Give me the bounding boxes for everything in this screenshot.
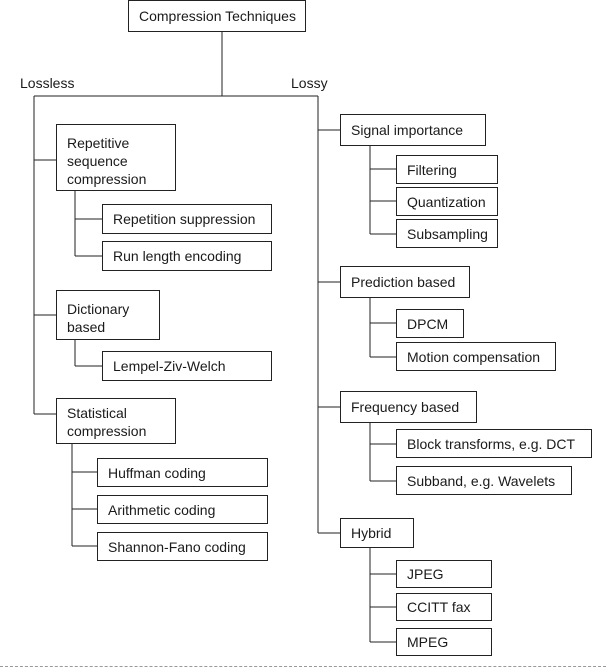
dictionary-based-node: Dictionary based [56,290,160,340]
page-divider [0,666,606,667]
statistical-compression-node: Statistical compression [56,398,176,444]
frequency-based-node: Frequency based [340,391,477,423]
shannon-fano-coding-node: Shannon-Fano coding [97,532,268,561]
hybrid-node: Hybrid [340,518,414,548]
subband-node: Subband, e.g. Wavelets [396,466,572,495]
mpeg-node: MPEG [396,628,492,656]
subsampling-node: Subsampling [396,219,498,248]
lossless-label: Lossless [20,75,75,91]
prediction-based-node: Prediction based [340,266,470,298]
block-transforms-node: Block transforms, e.g. DCT [396,429,592,458]
quantization-node: Quantization [396,187,498,216]
root-node: Compression Techniques [128,0,306,32]
repetitive-sequence-node: Repetitive sequence compression [56,124,176,191]
motion-compensation-node: Motion compensation [396,342,556,371]
ccitt-fax-node: CCITT fax [396,593,492,621]
arithmetic-coding-node: Arithmetic coding [97,495,268,524]
run-length-encoding-node: Run length encoding [102,241,272,271]
dpcm-node: DPCM [396,309,464,338]
lossy-label: Lossy [291,75,328,91]
repetition-suppression-node: Repetition suppression [102,204,272,234]
huffman-coding-node: Huffman coding [97,458,268,487]
lempel-ziv-welch-node: Lempel-Ziv-Welch [102,351,272,381]
signal-importance-node: Signal importance [340,114,486,146]
filtering-node: Filtering [396,155,498,184]
jpeg-node: JPEG [396,560,492,588]
